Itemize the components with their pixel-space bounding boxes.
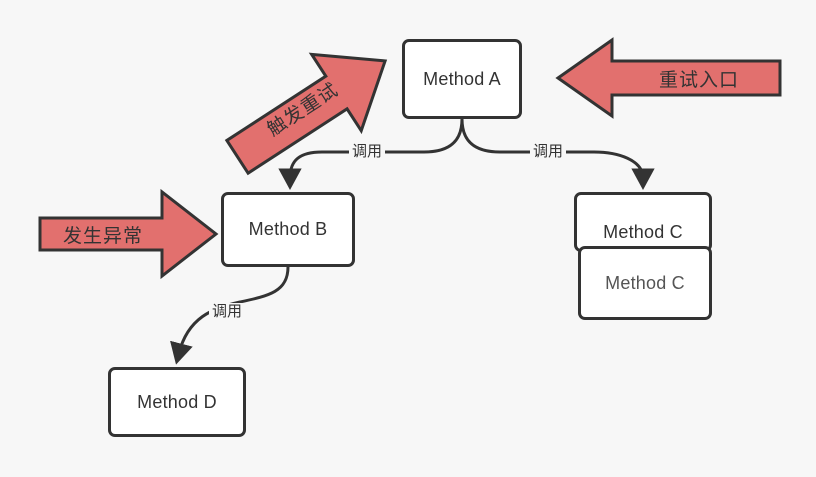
node-method-c-back[interactable]: Method C (574, 192, 712, 252)
exception-arrow-shape (38, 188, 219, 280)
node-method-c-front[interactable]: Method C (578, 246, 712, 320)
retry-entry-arrow-shape (555, 37, 782, 119)
edge-a-to-c-tail (558, 150, 655, 190)
callout-exception-occurred[interactable]: 发生异常 (38, 188, 219, 280)
callout-trigger-retry[interactable]: 触发重试 (224, 47, 408, 176)
edge-label-b-to-d: 调用 (209, 303, 246, 322)
edge-label-a-to-c: 调用 (530, 143, 567, 162)
trigger-retry-arrow-shape (224, 52, 388, 176)
callout-retry-entry[interactable]: 重试入口 (555, 37, 782, 119)
callout-retry-entry-label: 重试入口 (658, 70, 739, 91)
edge-a-to-c-path (460, 117, 562, 154)
callout-exception-occurred-label: 发生异常 (62, 226, 143, 247)
node-method-d[interactable]: Method D (108, 367, 246, 437)
edge-a-to-b-tail (278, 150, 340, 190)
edge-label-a-to-b: 调用 (349, 143, 386, 162)
node-method-b[interactable]: Method B (221, 192, 355, 267)
edge-b-to-d-path (170, 265, 290, 365)
node-method-a[interactable]: Method A (402, 39, 522, 119)
